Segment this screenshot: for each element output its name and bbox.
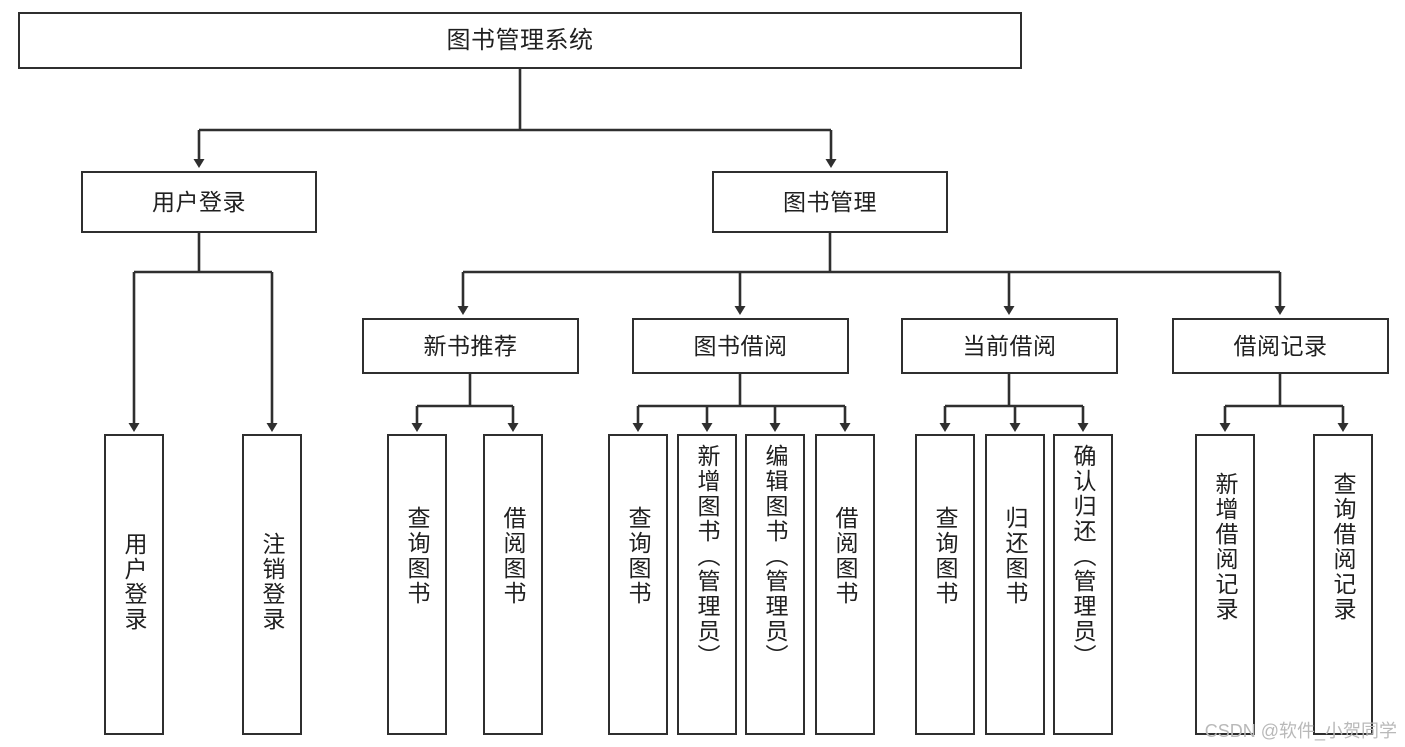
leaf-user-logout-label: 注销登录 (259, 532, 286, 632)
leaf-return-book[interactable]: 归还图书 (985, 434, 1045, 735)
node-current-borrow[interactable]: 当前借阅 (901, 318, 1118, 374)
leaf-query-record[interactable]: 查询借阅记录 (1313, 434, 1373, 735)
leaf-add-book-label: 新增图书（管理员） (694, 444, 721, 669)
leaf-query-book-2-label: 查询图书 (625, 506, 652, 606)
node-new-book-rec-label: 新书推荐 (423, 332, 518, 359)
leaf-add-book[interactable]: 新增图书（管理员） (677, 434, 737, 735)
leaf-borrow-book-1[interactable]: 借阅图书 (483, 434, 543, 735)
watermark: CSDN @软件_小贺同学 (1204, 721, 1397, 741)
node-book-borrow[interactable]: 图书借阅 (632, 318, 849, 374)
leaf-query-record-label: 查询借阅记录 (1330, 472, 1357, 622)
leaf-add-record-label: 新增借阅记录 (1212, 472, 1239, 622)
node-book-manage[interactable]: 图书管理 (712, 171, 948, 233)
node-root-label: 图书管理系统 (446, 26, 594, 54)
node-user-login[interactable]: 用户登录 (81, 171, 317, 233)
node-book-manage-label: 图书管理 (783, 188, 877, 215)
leaf-user-login[interactable]: 用户登录 (104, 434, 164, 735)
node-current-borrow-label: 当前借阅 (962, 332, 1057, 359)
leaf-user-logout[interactable]: 注销登录 (242, 434, 302, 735)
node-borrow-record-label: 借阅记录 (1233, 332, 1328, 359)
leaf-edit-book[interactable]: 编辑图书（管理员） (745, 434, 805, 735)
leaf-edit-book-label: 编辑图书（管理员） (762, 444, 789, 669)
node-user-login-label: 用户登录 (152, 188, 246, 215)
leaf-borrow-book-2-label: 借阅图书 (832, 506, 859, 606)
leaf-borrow-book-2[interactable]: 借阅图书 (815, 434, 875, 735)
leaf-query-book-3[interactable]: 查询图书 (915, 434, 975, 735)
node-borrow-record[interactable]: 借阅记录 (1172, 318, 1389, 374)
leaf-return-book-label: 归还图书 (1002, 506, 1029, 606)
leaf-query-book-1-label: 查询图书 (404, 506, 431, 606)
leaf-borrow-book-1-label: 借阅图书 (500, 506, 527, 606)
leaf-add-record[interactable]: 新增借阅记录 (1195, 434, 1255, 735)
leaf-query-book-2[interactable]: 查询图书 (608, 434, 668, 735)
node-book-borrow-label: 图书借阅 (693, 332, 788, 359)
node-new-book-rec[interactable]: 新书推荐 (362, 318, 579, 374)
leaf-confirm-return-label: 确认归还（管理员） (1070, 444, 1097, 669)
leaf-query-book-3-label: 查询图书 (932, 506, 959, 606)
leaf-confirm-return[interactable]: 确认归还（管理员） (1053, 434, 1113, 735)
leaf-user-login-label: 用户登录 (121, 532, 148, 632)
leaf-query-book-1[interactable]: 查询图书 (387, 434, 447, 735)
node-root[interactable]: 图书管理系统 (18, 12, 1022, 69)
